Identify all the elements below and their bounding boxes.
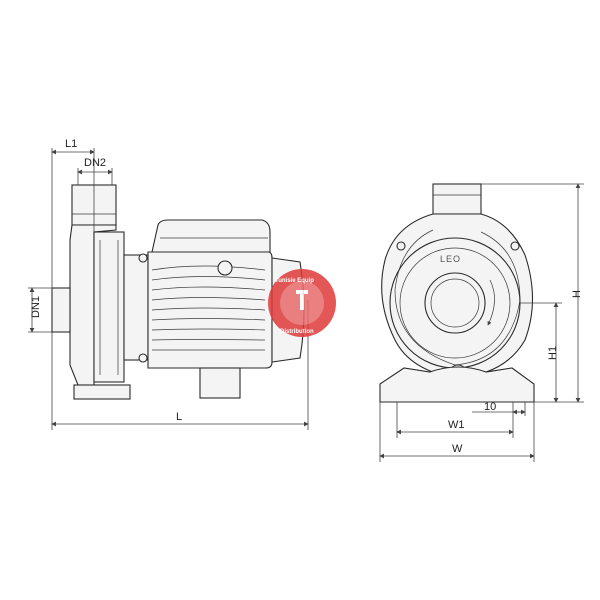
dim-label-l: L bbox=[176, 411, 182, 423]
dim-label-l1: L1 bbox=[65, 138, 77, 150]
dim-label-10: 10 bbox=[484, 401, 496, 413]
casing-flange bbox=[93, 231, 125, 383]
front-dimensions: H H1 W1 10 W bbox=[379, 183, 584, 462]
brand-logo: LEO bbox=[440, 254, 461, 264]
dim-label-dn2: DN2 bbox=[84, 157, 106, 169]
watermark-text-2: Distribution bbox=[280, 329, 314, 335]
dim-label-h1: H1 bbox=[547, 346, 559, 360]
motor-adapter bbox=[123, 254, 149, 361]
cooling-fins bbox=[151, 265, 266, 351]
terminal-box bbox=[151, 219, 271, 253]
suction-inlet bbox=[51, 287, 71, 333]
casing-foot bbox=[73, 384, 131, 400]
side-view bbox=[51, 184, 305, 400]
pump-base bbox=[379, 366, 535, 403]
dim-label-dn1: DN1 bbox=[30, 296, 42, 318]
front-view: LEO bbox=[379, 183, 535, 403]
dim-label-h: H bbox=[571, 290, 583, 298]
motor-body bbox=[147, 251, 273, 369]
dim-label-w1: W1 bbox=[448, 419, 465, 431]
suction-port bbox=[424, 272, 486, 334]
dim-label-w: W bbox=[452, 443, 463, 455]
watermark-logo: Tunisie Equip Distribution bbox=[268, 269, 336, 337]
watermark-text-1: Tunisie Equip bbox=[275, 278, 314, 284]
side-dimensions: L1 DN2 DN1 L bbox=[28, 138, 309, 430]
motor-foot bbox=[199, 367, 241, 399]
cable-gland bbox=[217, 260, 233, 276]
front-discharge-outlet bbox=[432, 183, 482, 215]
